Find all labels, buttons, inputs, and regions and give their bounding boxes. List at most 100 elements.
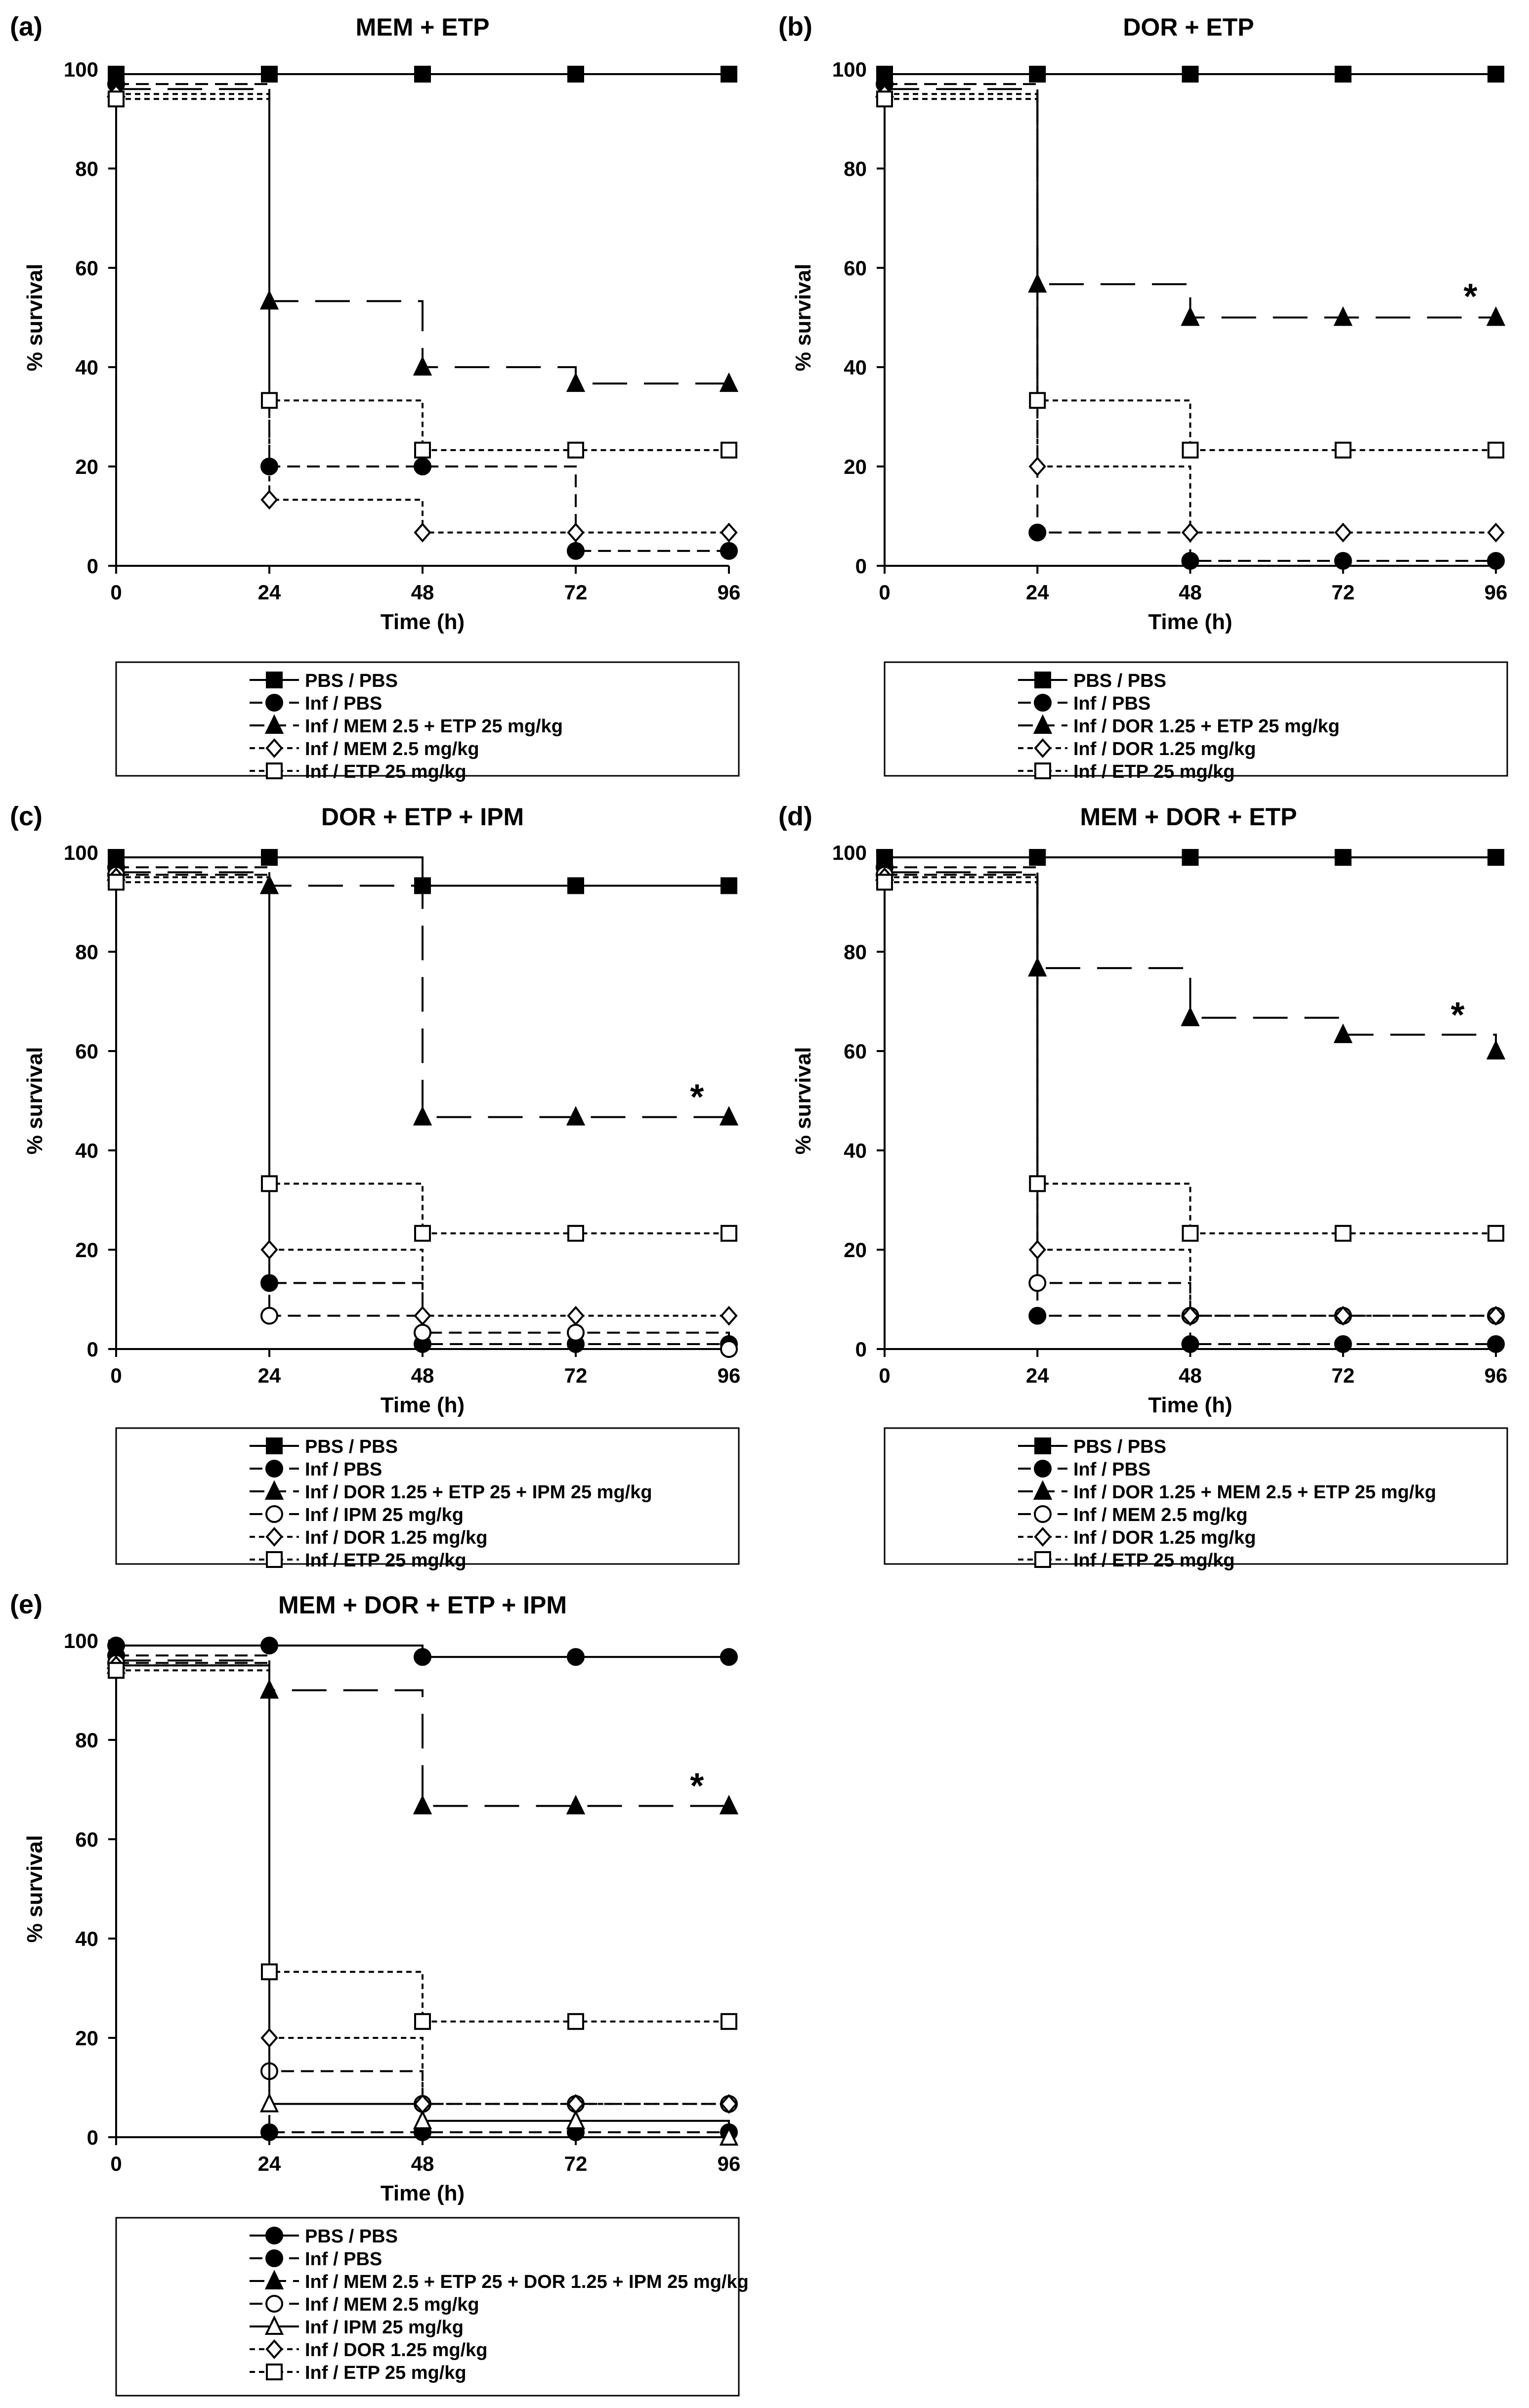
data-point bbox=[260, 2123, 278, 2141]
data-point bbox=[876, 90, 893, 108]
legend-label: Inf / DOR 1.25 + ETP 25 + IPM 25 mg/kg bbox=[305, 1482, 652, 1503]
data-point bbox=[567, 2013, 584, 2030]
legend-marker bbox=[1033, 714, 1053, 734]
y-tick-label: 40 bbox=[844, 356, 867, 379]
data-point bbox=[1181, 306, 1200, 326]
data-point bbox=[1487, 1306, 1505, 1326]
data-point bbox=[1334, 441, 1352, 459]
x-tick-label: 48 bbox=[1179, 1364, 1202, 1387]
y-tick-label: 0 bbox=[87, 1338, 98, 1361]
y-tick-label: 100 bbox=[64, 841, 98, 864]
data-point bbox=[261, 1963, 278, 1981]
legend-marker bbox=[266, 762, 283, 779]
series-3 bbox=[875, 78, 1506, 326]
x-tick-label: 24 bbox=[1026, 581, 1049, 604]
y-tick-label: 60 bbox=[75, 1040, 98, 1063]
series-line bbox=[885, 88, 1496, 319]
x-tick-label: 24 bbox=[258, 2152, 281, 2175]
data-point bbox=[414, 522, 431, 543]
data-point bbox=[1028, 456, 1046, 477]
data-point bbox=[720, 1306, 738, 1326]
series-7 bbox=[108, 1662, 737, 2030]
y-tick-label: 100 bbox=[832, 841, 867, 864]
data-point bbox=[108, 1662, 125, 1679]
data-point bbox=[261, 849, 278, 866]
series-3 bbox=[106, 78, 739, 392]
legend-label: Inf / PBS bbox=[1073, 1459, 1150, 1480]
data-point bbox=[1334, 1335, 1352, 1353]
data-point bbox=[721, 441, 737, 459]
data-point bbox=[721, 1225, 737, 1242]
x-tick-label: 72 bbox=[564, 581, 588, 604]
legend-label: Inf / PBS bbox=[305, 693, 382, 714]
y-tick-label: 40 bbox=[75, 1139, 98, 1162]
legend-marker bbox=[1034, 1505, 1052, 1523]
data-point bbox=[719, 2126, 739, 2146]
data-point bbox=[1487, 849, 1504, 866]
legend-marker bbox=[265, 738, 283, 759]
data-point bbox=[720, 1340, 738, 1358]
series-1 bbox=[107, 1637, 738, 1666]
series-line bbox=[116, 1664, 729, 2105]
y-tick-label: 40 bbox=[844, 1139, 867, 1162]
series-line bbox=[885, 881, 1496, 1234]
legend-label: Inf / DOR 1.25 mg/kg bbox=[1073, 739, 1256, 760]
y-tick-label: 80 bbox=[844, 940, 867, 964]
data-point bbox=[566, 2110, 586, 2129]
x-tick-label: 24 bbox=[258, 581, 281, 604]
legend-marker bbox=[265, 2249, 283, 2267]
legend-label: Inf / IPM 25 mg/kg bbox=[305, 1505, 464, 1525]
legend-label: Inf / DOR 1.25 + ETP 25 mg/kg bbox=[1073, 716, 1340, 737]
data-point bbox=[1028, 1307, 1047, 1325]
data-point bbox=[108, 874, 125, 891]
x-axis-label: Time (h) bbox=[381, 2181, 465, 2205]
data-point bbox=[259, 2093, 279, 2112]
y-tick-label: 60 bbox=[844, 1040, 867, 1063]
data-point bbox=[414, 1648, 431, 1666]
panel-label: (c) bbox=[10, 802, 42, 831]
y-axis-label: % survival bbox=[791, 264, 815, 372]
x-tick-label: 48 bbox=[411, 2152, 434, 2175]
data-point bbox=[414, 458, 431, 475]
x-tick-label: 72 bbox=[564, 2152, 588, 2175]
legend-marker bbox=[1034, 1526, 1052, 1547]
data-point bbox=[1181, 1335, 1199, 1353]
data-point bbox=[1334, 66, 1352, 83]
data-point bbox=[567, 441, 584, 459]
legend-label: Inf / DOR 1.25 + MEM 2.5 + ETP 25 mg/kg bbox=[1073, 1482, 1436, 1503]
data-point bbox=[413, 1106, 432, 1126]
series-line bbox=[116, 876, 729, 1317]
x-tick-label: 0 bbox=[879, 581, 890, 604]
data-point bbox=[1029, 1175, 1046, 1192]
data-point bbox=[261, 1175, 278, 1192]
data-point bbox=[260, 490, 278, 510]
legend-marker bbox=[264, 2315, 284, 2335]
data-point bbox=[876, 874, 893, 891]
series-4 bbox=[876, 84, 1505, 543]
legend-box bbox=[115, 2217, 740, 2397]
data-point bbox=[719, 1795, 739, 1815]
y-tick-label: 40 bbox=[75, 1927, 98, 1950]
x-tick-label: 96 bbox=[1485, 1364, 1508, 1387]
data-point bbox=[567, 542, 585, 560]
y-tick-label: 20 bbox=[844, 455, 867, 478]
legend-label: Inf / IPM 25 mg/kg bbox=[305, 2317, 464, 2338]
chart-title: MEM + DOR + ETP + IPM bbox=[278, 1591, 567, 1619]
x-tick-label: 72 bbox=[1331, 581, 1355, 604]
y-axis-label: % survival bbox=[23, 1835, 47, 1943]
y-tick-label: 60 bbox=[75, 256, 98, 280]
panel-label: (d) bbox=[778, 802, 812, 831]
data-point bbox=[567, 2094, 585, 2114]
chart-title: DOR + ETP bbox=[1123, 13, 1254, 41]
data-point bbox=[1487, 1335, 1505, 1353]
y-axis-label: % survival bbox=[23, 264, 47, 372]
panel-label: (a) bbox=[10, 12, 42, 42]
series-line bbox=[116, 856, 729, 887]
data-point bbox=[567, 1225, 584, 1242]
chart-title: MEM + DOR + ETP bbox=[1080, 803, 1297, 831]
data-point bbox=[566, 1795, 586, 1815]
x-tick-label: 72 bbox=[1331, 1364, 1355, 1387]
data-point bbox=[567, 1323, 585, 1342]
